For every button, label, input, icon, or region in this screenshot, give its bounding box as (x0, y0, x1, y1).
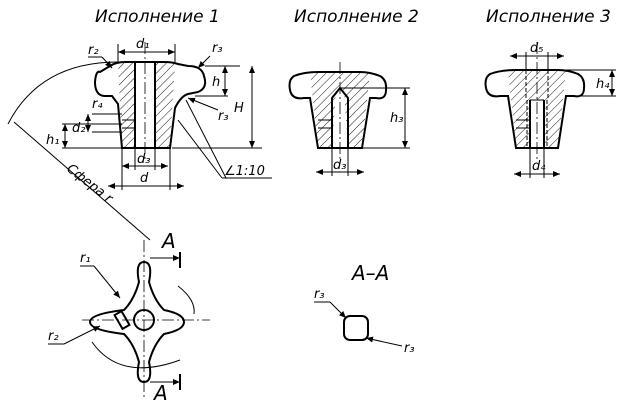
slot (113, 309, 131, 331)
label-h: h (212, 75, 220, 90)
section-profile (343, 315, 369, 341)
label-v2-d3: d₃ (333, 158, 346, 173)
title-variant-1: Исполнение 1 (95, 7, 220, 27)
top-view-arc (91, 341, 181, 369)
star-outline (88, 260, 186, 384)
label-section-r3-bottom: r₃ (404, 341, 415, 356)
v3-outline (484, 69, 586, 149)
title-variant-2: Исполнение 2 (294, 7, 419, 27)
variant-2-drawing: h₃ d₃ (288, 62, 410, 176)
v1-sphere-arc (7, 61, 119, 125)
section-title: А–А (350, 261, 389, 285)
label-r3-mid: r₃ (218, 109, 229, 124)
label-d4: d₄ (532, 159, 546, 174)
section-r3-bottom-leader (365, 336, 403, 347)
label-d1: d₁ (136, 37, 149, 52)
v1-outline (93, 61, 207, 149)
label-r3-top: r₃ (212, 41, 223, 56)
label-r2-bottom: r₂ (48, 329, 59, 344)
top-view-drawing: r₁ r₂ А А (48, 229, 210, 405)
label-h4: h₄ (596, 77, 610, 92)
v1-sphere-radius-line (13, 121, 151, 241)
v1-taper-leader-1 (177, 119, 223, 179)
label-d2: d₂ (72, 121, 85, 136)
r2-bottom-leader (63, 325, 101, 345)
section-label-bottom: А (152, 381, 168, 405)
label-d5: d₅ (530, 41, 543, 56)
v1-hatch-left (118, 62, 135, 148)
label-taper: ∠1:10 (224, 164, 265, 179)
v1-r3-leader-mid (187, 97, 219, 111)
v1-r3-leader-top (197, 55, 211, 69)
v2-outline (288, 71, 388, 149)
label-h1: h₁ (46, 133, 59, 148)
section-aa-drawing: А–А r₃ r₃ (314, 261, 415, 356)
label-sphere: Сфера r (64, 161, 117, 207)
variant-3-drawing: d₅ h₄ d₄ (484, 41, 616, 178)
label-r1: r₁ (80, 251, 91, 266)
r1-leader (93, 265, 121, 299)
v1-taper-leader-2 (185, 99, 227, 179)
label-r4: r₄ (92, 97, 103, 112)
label-H: H (234, 101, 244, 116)
label-d3: d₃ (137, 152, 150, 167)
top-view-arc-right (177, 285, 195, 315)
v1-hatch-right (155, 62, 175, 148)
section-r3-top-leader (329, 301, 347, 319)
label-r2-top: r₂ (88, 43, 99, 58)
label-d: d (140, 171, 149, 186)
title-variant-3: Исполнение 3 (486, 7, 611, 27)
variant-1-drawing: d₁ r₂ r₃ r₃ h H ∠1:10 d₂ r₄ h₁ (7, 37, 272, 241)
label-h3: h₃ (390, 111, 403, 126)
label-section-r3-top: r₃ (314, 287, 325, 302)
section-label-top: А (160, 229, 176, 253)
